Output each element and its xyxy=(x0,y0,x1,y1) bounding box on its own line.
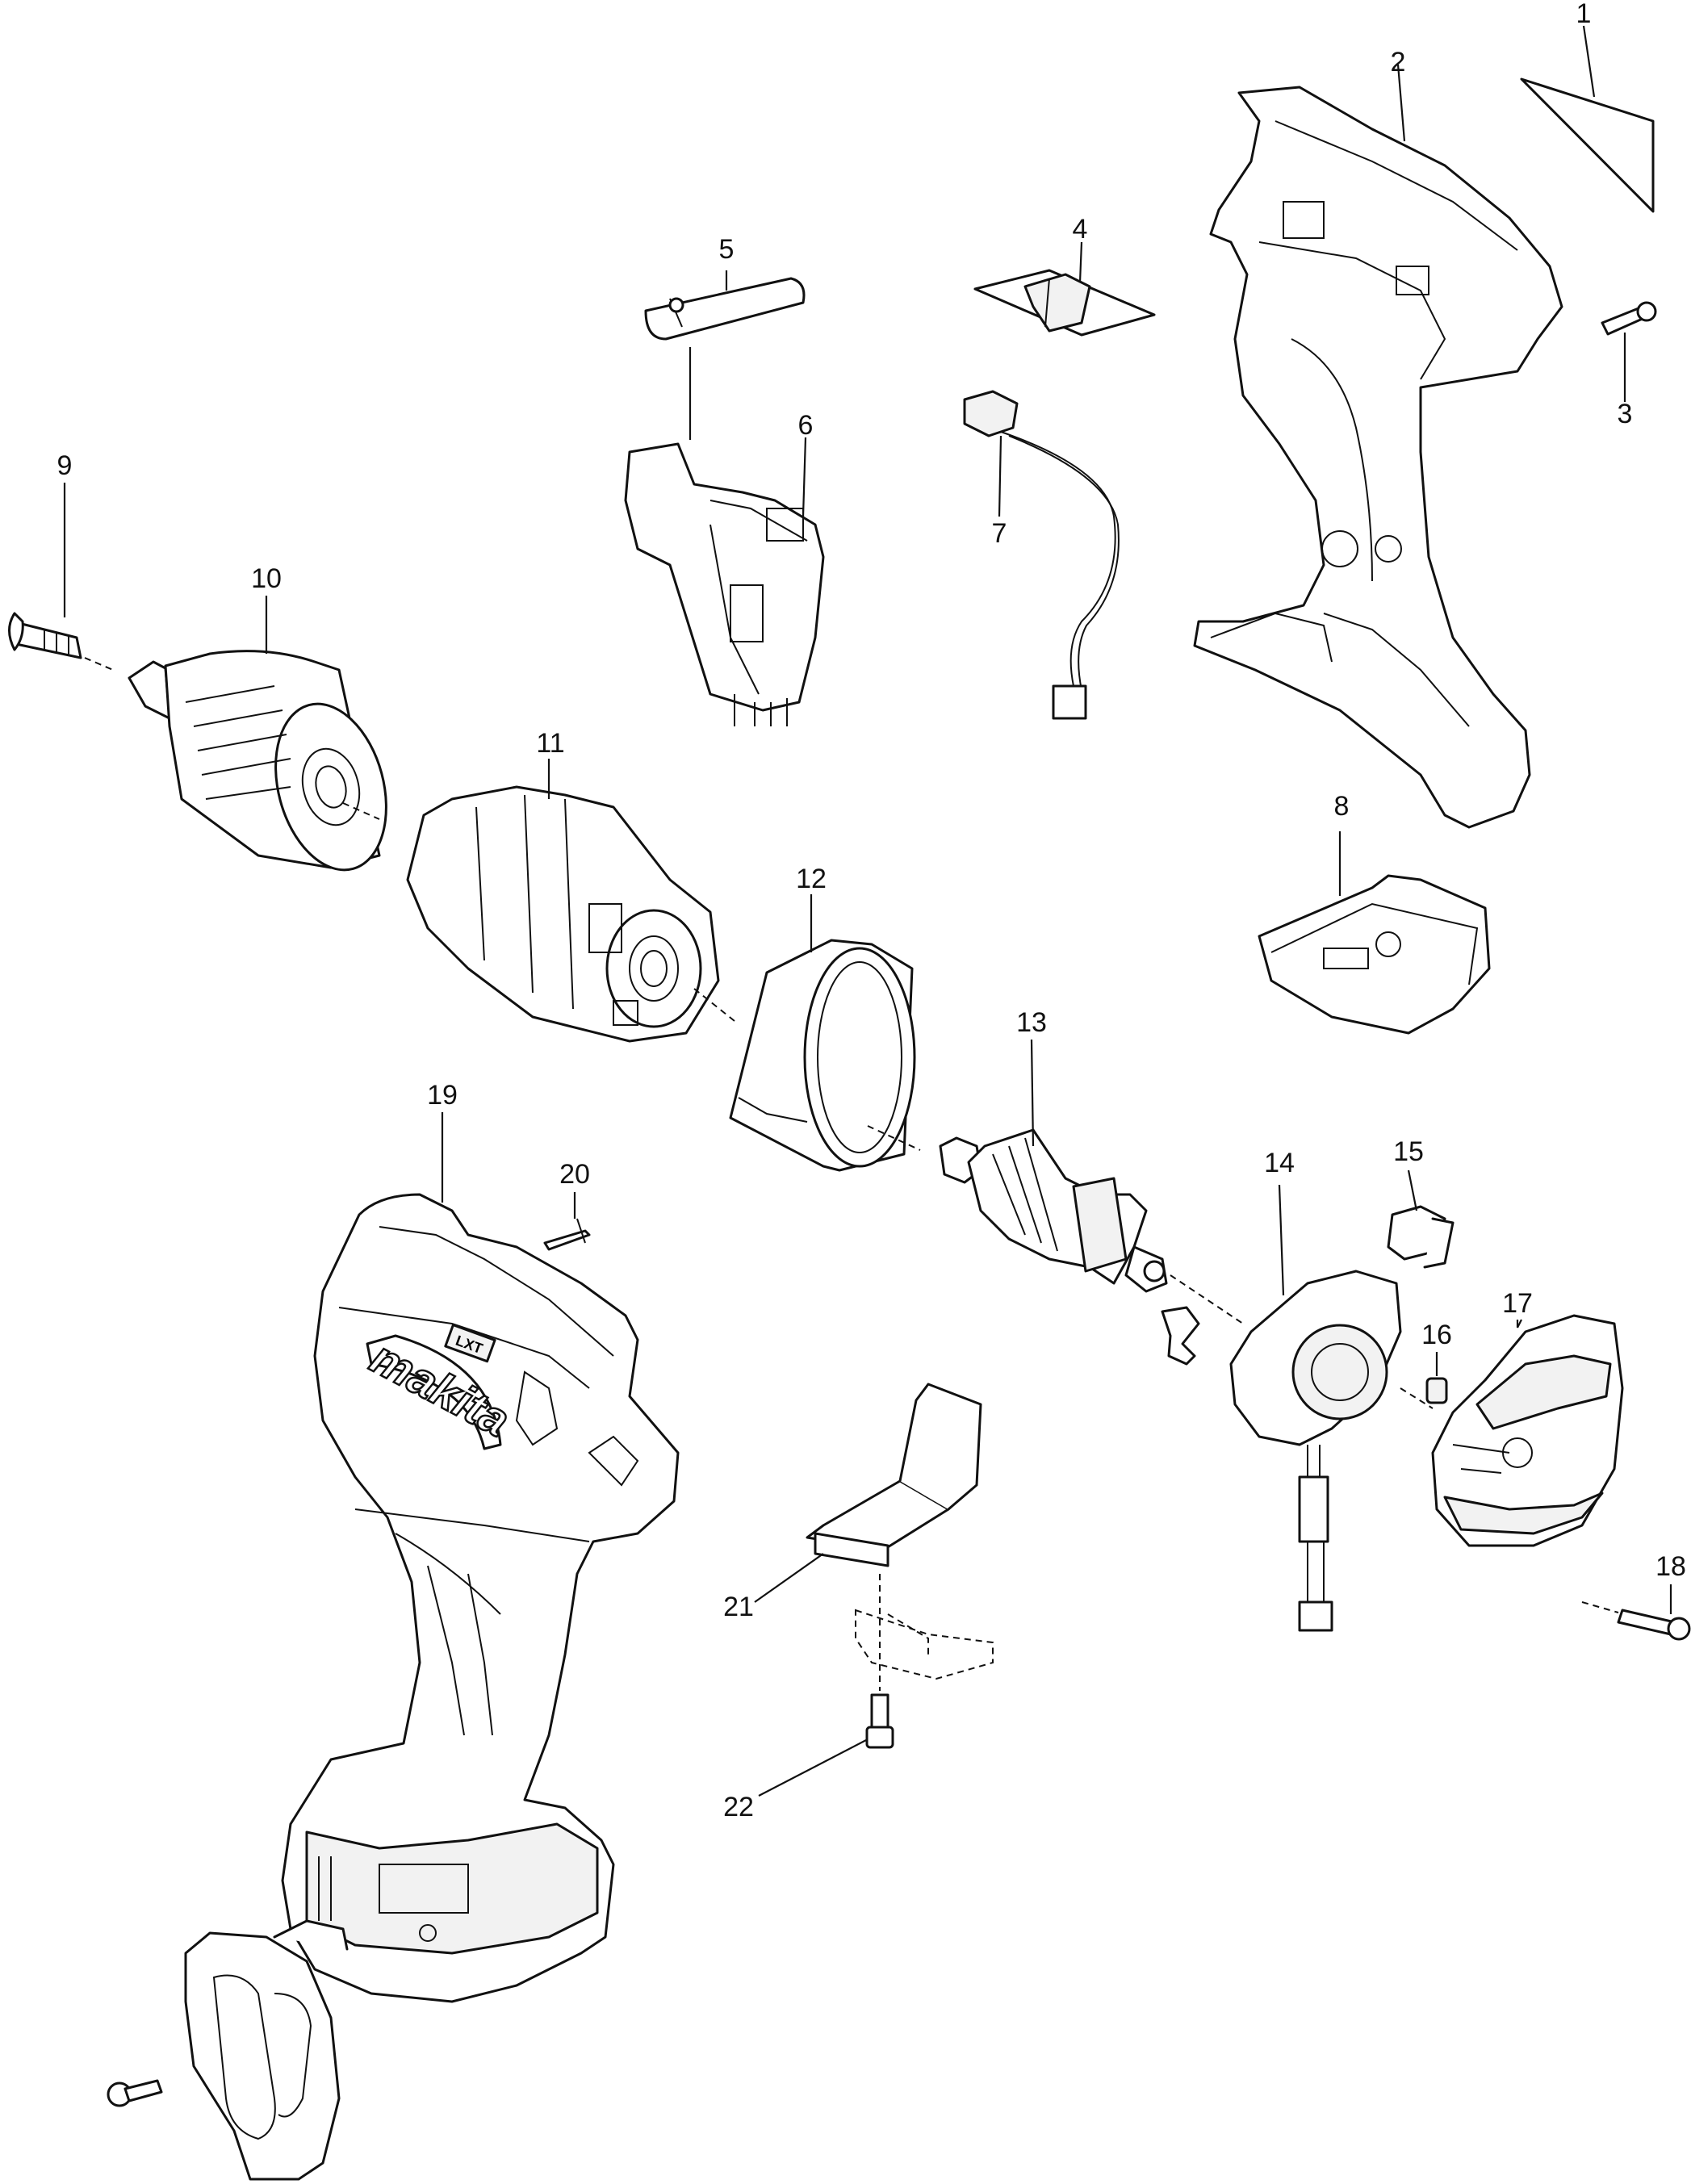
part-11-gear-assembly xyxy=(406,759,735,1043)
part-22-screw xyxy=(758,1574,894,1797)
callout-5: 5 xyxy=(719,234,735,265)
callout-2: 2 xyxy=(1391,47,1406,77)
part-9-screw xyxy=(8,483,114,671)
part-6-switch-unit xyxy=(624,437,825,726)
part-17-rear-cover xyxy=(1431,1314,1624,1547)
callout-10: 10 xyxy=(251,563,282,594)
callout-11: 11 xyxy=(536,728,564,759)
callout-7: 7 xyxy=(992,518,1007,549)
part-21-hook-plate xyxy=(754,1383,994,1680)
part-14-brush-holder xyxy=(1161,1184,1434,1632)
part-10-keyless-chuck xyxy=(128,596,387,872)
callout-16: 16 xyxy=(1421,1320,1452,1350)
callout-18: 18 xyxy=(1655,1551,1686,1582)
part-1-nameplate xyxy=(1520,25,1655,213)
callout-4: 4 xyxy=(1073,214,1088,245)
callout-21: 21 xyxy=(723,1592,754,1622)
callout-14: 14 xyxy=(1264,1148,1295,1178)
callout-13: 13 xyxy=(1016,1007,1047,1038)
part-19-housing-left: makita LXT xyxy=(281,1112,680,2003)
part-12-yoke xyxy=(729,894,921,1172)
belt-hook xyxy=(184,1919,349,2181)
callout-3: 3 xyxy=(1618,399,1633,429)
part-18-screw xyxy=(1581,1584,1691,1641)
part-15-clip xyxy=(1387,1169,1455,1269)
callout-22: 22 xyxy=(723,1792,754,1822)
part-5-lever xyxy=(644,270,806,440)
callout-19: 19 xyxy=(427,1080,458,1111)
part-8-terminal xyxy=(1258,831,1491,1035)
callout-12: 12 xyxy=(796,864,827,894)
callout-6: 6 xyxy=(798,410,814,441)
callout-labels: 1 2 3 4 5 6 7 8 9 10 11 12 13 14 15 16 1… xyxy=(57,0,1686,1822)
callout-20: 20 xyxy=(559,1159,590,1190)
belt-hook-screw xyxy=(107,2079,163,2107)
part-2-housing xyxy=(1193,64,1563,829)
part-16-carbon-brush xyxy=(1425,1352,1448,1404)
callout-8: 8 xyxy=(1334,791,1350,822)
callout-1: 1 xyxy=(1576,0,1592,29)
part-13-armature xyxy=(939,1039,1244,1324)
callout-17: 17 xyxy=(1502,1288,1533,1319)
callout-9: 9 xyxy=(57,450,73,481)
part-7-wire xyxy=(963,390,1120,720)
part-3-screw xyxy=(1601,301,1657,402)
callout-15: 15 xyxy=(1393,1136,1424,1167)
part-20-pin xyxy=(543,1192,591,1251)
part-4-switch-button xyxy=(973,241,1156,337)
